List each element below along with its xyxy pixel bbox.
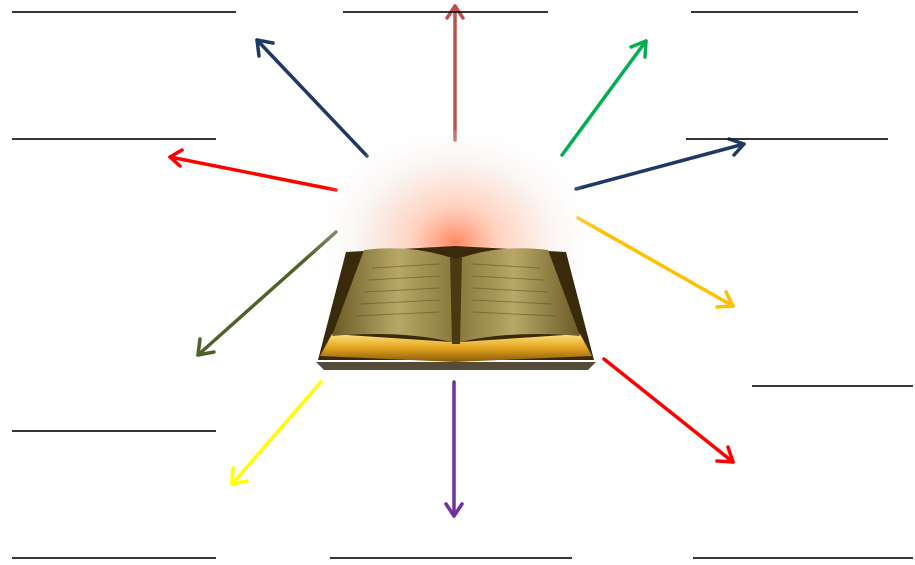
arrow-down-left-yellow <box>232 382 321 484</box>
arrow-down-right-red <box>604 359 733 462</box>
open-book-icon <box>305 130 605 380</box>
arrow-left <box>170 150 336 190</box>
arrow-down <box>446 382 462 516</box>
arrow-up <box>447 6 463 140</box>
arrow-right <box>576 139 744 189</box>
arrow-up-left <box>257 40 367 156</box>
arrow-up-right <box>562 41 646 155</box>
